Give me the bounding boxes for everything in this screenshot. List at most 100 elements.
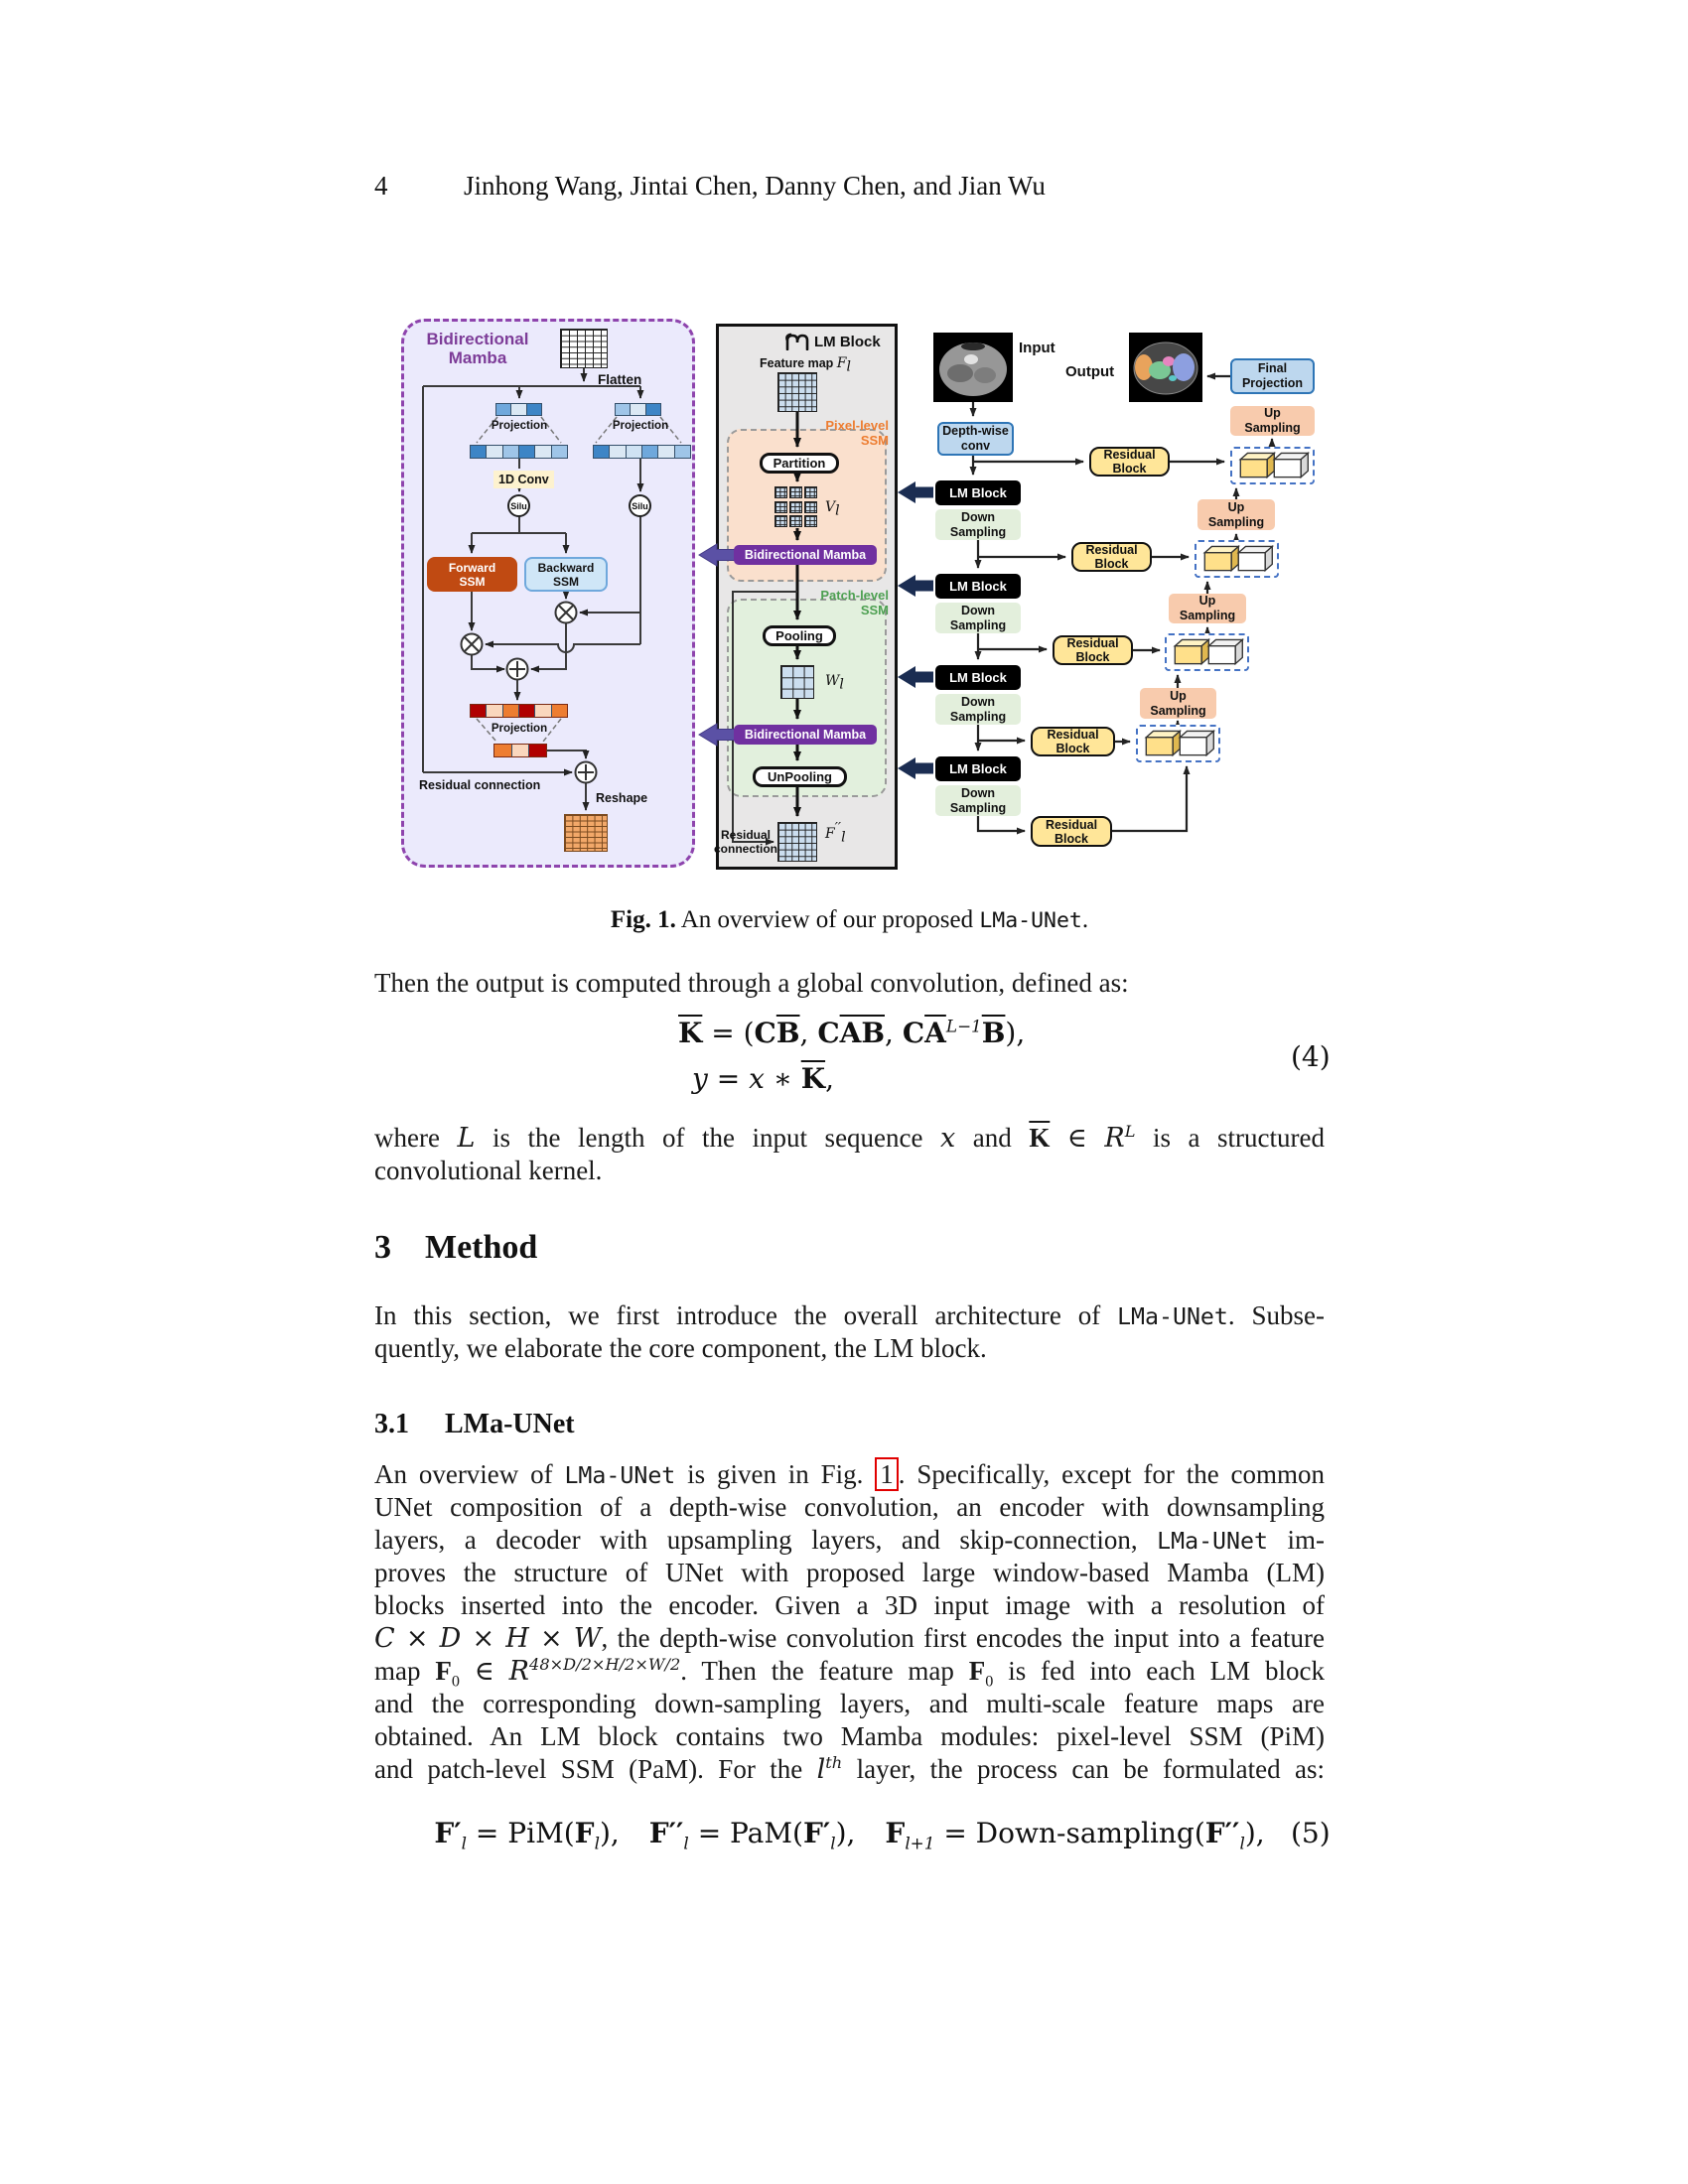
section3-paragraph-line1: In this section, we first introduce the … [374, 1299, 1325, 1333]
up-sampling-line1: Up [1170, 688, 1187, 703]
sec3-t2: . Subse- [1227, 1300, 1326, 1330]
feature-map-sub: l [846, 358, 851, 375]
subsection-heading: 3.1 LMa-UNet [374, 1409, 575, 1440]
figure-caption: Fig. 1. An overview of our proposed LMa-… [374, 906, 1325, 934]
down-sampling-line2: Sampling [949, 524, 1007, 539]
p31-t1: An overview of [374, 1459, 565, 1489]
residual-block-line1: Residual [1103, 448, 1156, 462]
lm-residual-line2: connection [714, 842, 778, 856]
up-sampling-line2: Sampling [1207, 514, 1265, 529]
p31-F0b: F [968, 1656, 986, 1686]
output-segmentation-image [1129, 333, 1202, 402]
p31-t8: . Then the feature map [680, 1656, 969, 1686]
residual-block-box: Residual Block [1053, 635, 1133, 665]
eq5-s5: l+1 [905, 1833, 935, 1853]
eq4-sep1: , [799, 1017, 818, 1049]
up-sampling-line1: Up [1198, 594, 1216, 608]
subsection-title: LMa-UNet [445, 1409, 575, 1439]
mamba-icon [785, 333, 809, 350]
v-sub: l [835, 502, 840, 519]
p31-line1: An overview of LMa-UNet is given in Fig.… [374, 1457, 1325, 1492]
eq5-m2: = PaM( [688, 1817, 803, 1849]
page-number: 4 [374, 171, 388, 201]
down-sampling-line1: Down [960, 694, 996, 709]
eq4-x: x [749, 1062, 765, 1095]
backward-ssm-box: Backward SSM [524, 557, 608, 592]
forward-ssm-box: Forward SSM [427, 557, 517, 592]
residual-block-line2: Block [1112, 462, 1147, 476]
up-sampling-box: Up Sampling [1169, 594, 1246, 623]
p31-line10: and patch-level SSM (PaM). For the lth l… [374, 1753, 1325, 1786]
lm-block-box: LM Block [935, 480, 1021, 505]
skip-feature-box [1136, 725, 1220, 762]
eq4-rel: = ( [702, 1017, 755, 1049]
pixel-label-line2: SSM [860, 433, 889, 448]
up-sampling-box: Up Sampling [1230, 406, 1315, 436]
where-t2: is the length of the input sequence [475, 1123, 941, 1153]
w-sub: l [839, 676, 844, 693]
where-t5: is a structured [1135, 1123, 1325, 1153]
pooled-grid [780, 665, 814, 699]
eq5-f4: F [802, 1817, 823, 1849]
p31-code2: LMa-UNet [1157, 1528, 1268, 1555]
p31-line8: and the corresponding down-sampling laye… [374, 1689, 1325, 1718]
where-R-sup: L [1124, 1122, 1136, 1141]
p31-t11: layer, the process can be formulated as: [842, 1754, 1325, 1784]
p31-l-sup: th [825, 1753, 843, 1772]
residual-block-box: Residual Block [1031, 816, 1112, 847]
eq4-y: y [692, 1062, 708, 1095]
silu-activation: Silu [507, 494, 530, 517]
up-sampling-line2: Sampling [1179, 609, 1236, 622]
equation-5: F′l = PiM(Fl),F′′l = PaM(F′l),Fl+1 = Dow… [374, 1817, 1325, 1851]
eq5-e3: ), [1244, 1817, 1265, 1849]
p31-l-var: l [816, 1754, 826, 1785]
pixel-level-ssm-label: Pixel-level SSM [805, 418, 889, 448]
p31-t6: , the depth-wise convolution first encod… [601, 1623, 1326, 1653]
sec3-code: LMa-UNet [1117, 1303, 1228, 1330]
caption-label: Fig. 1. [610, 906, 676, 933]
multiply-icon [460, 601, 578, 656]
add-icon [505, 657, 598, 784]
lm-block-box: LM Block [935, 574, 1021, 599]
eq5-f2: F [574, 1817, 595, 1849]
where-t1: where [374, 1123, 458, 1153]
up-sampling-line2: Sampling [1150, 703, 1206, 718]
token-cells [615, 403, 661, 416]
skip-feature-box [1165, 633, 1249, 671]
w-var-label: Wl [825, 673, 844, 692]
output-label: Output [1065, 363, 1115, 380]
residual-block-line2: Block [1054, 831, 1089, 846]
residual-block-line1: Residual [1085, 543, 1138, 557]
p31-math1: C × D × H × W [374, 1623, 602, 1654]
p31-t5: im- [1267, 1525, 1325, 1555]
caption-period: . [1081, 906, 1089, 933]
section-heading: 3 Method [374, 1229, 537, 1267]
p31-t10: and patch-level SSM (PaM). For the [374, 1754, 817, 1784]
eq5-s3: l [683, 1833, 689, 1853]
eq5-e2: ), [835, 1817, 856, 1849]
eq5-f6: F [1204, 1817, 1225, 1849]
reshaped-output-grid [564, 814, 608, 852]
subsection-number: 3.1 [374, 1409, 409, 1439]
bidirectional-mamba-box: Bidirectional Mamba [734, 545, 877, 565]
section-number: 3 [374, 1229, 391, 1266]
paragraph-where-line1: where L is the length of the input seque… [374, 1122, 1325, 1155]
eq4-b3: B [981, 1017, 1006, 1049]
projection-label: Projection [491, 723, 548, 735]
sec3-t1: In this section, we first introduce the … [374, 1300, 1118, 1330]
final-projection-line1: Final [1257, 361, 1288, 375]
p31-R-sup: 48×D/2×H/2×W/2 [529, 1655, 681, 1674]
token-cells [495, 403, 542, 416]
final-projection-line2: Projection [1241, 376, 1304, 390]
final-projection-box: Final Projection [1230, 358, 1315, 394]
down-sampling-line1: Down [960, 509, 996, 524]
feature-map-var: F [836, 355, 847, 371]
p31-line7: map F0 ∈ R48×D/2×H/2×W/2. Then the featu… [374, 1655, 1325, 1689]
figure-1-link[interactable]: 1 [875, 1457, 899, 1491]
projected-cells [593, 445, 691, 459]
section-title: Method [425, 1229, 538, 1266]
p31-line3: layers, a decoder with upsampling layers… [374, 1524, 1325, 1558]
eq5-p1: ′ [454, 1817, 462, 1849]
up-sampling-box: Up Sampling [1140, 688, 1216, 719]
